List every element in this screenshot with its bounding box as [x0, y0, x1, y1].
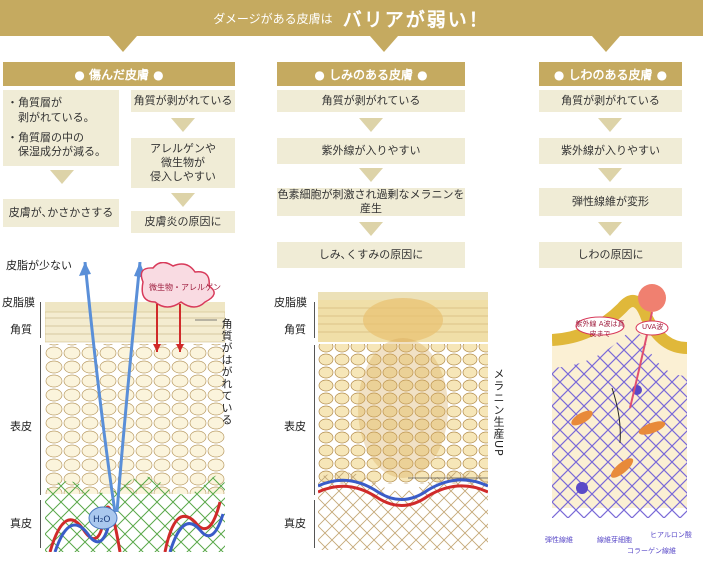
arrow-down: [598, 118, 622, 132]
label-stratum: 角質: [284, 323, 306, 336]
label-stratum: 角質: [10, 323, 32, 336]
label-sebum-low: 皮脂が少ない: [6, 259, 72, 272]
label-dermis: 真皮: [284, 517, 306, 530]
arrow-down: [598, 168, 622, 182]
arrow-down: [598, 222, 622, 236]
arrow-down: [359, 118, 383, 132]
column-header-spots: ● しみのある皮膚 ●: [277, 62, 465, 86]
label-sebum-film: 皮脂膜: [274, 296, 307, 309]
banner-arrow-2: [370, 36, 398, 52]
column-header-damaged: ● 傷んだ皮膚 ●: [3, 62, 235, 86]
symptom-moisture: ・角質層の中の 保湿成分が減る。: [7, 131, 106, 159]
arrow-down: [171, 118, 195, 132]
arrow-down: [359, 168, 383, 182]
label-dermis: 真皮: [10, 517, 32, 530]
damaged-step-allergen: アレルゲンや 微生物が 侵入しやすい: [131, 138, 235, 188]
label-peeled-vertical: 角質がはがれている: [220, 318, 233, 426]
bracket-dermis: [314, 500, 315, 548]
uv-dermis-label: 紫外線 A波は真皮まで: [575, 320, 625, 338]
symptom-peeled: ・角質層が 剥がれている。: [7, 96, 95, 124]
damaged-step-dermatitis: 皮膚炎の原因に: [131, 211, 235, 233]
spots-step-peeled: 角質が剥がれている: [277, 90, 465, 112]
wrinkles-step-uv: 紫外線が入りやすい: [539, 138, 682, 164]
elastic-fiber-label: 弾性線維: [545, 536, 573, 544]
top-banner: ダメージがある皮膚は バリアが弱い！: [0, 0, 703, 36]
label-epidermis: 表皮: [284, 420, 306, 433]
bracket-dermis: [40, 500, 41, 548]
damaged-step-peeled: 角質が剥がれている: [131, 90, 235, 112]
spots-skin-illustration: [318, 288, 488, 550]
wrinkles-step-elastic: 弾性線維が変形: [539, 188, 682, 216]
label-melanin-up: メラニン生産UP: [492, 368, 505, 457]
banner-arrow-1: [109, 36, 137, 52]
uva-label: UVA波: [642, 323, 664, 331]
bracket-stratum: [314, 302, 315, 338]
wrinkles-step-peeled: 角質が剥がれている: [539, 90, 682, 112]
spots-step-result: しみ､くすみの原因に: [277, 242, 465, 268]
arrow-down: [171, 193, 195, 207]
bracket-epidermis: [314, 345, 315, 495]
banner-main: バリアが弱い！: [342, 8, 490, 31]
microbes-label: 微生物・アレルゲン: [149, 282, 221, 292]
collagen-label: コラーゲン線維: [627, 547, 676, 555]
banner-arrow-3: [592, 36, 620, 52]
bracket-epidermis: [40, 345, 41, 495]
column-header-wrinkles: ● しわのある皮膚 ●: [539, 62, 682, 86]
banner-prefix: ダメージがある皮膚は: [213, 11, 333, 26]
arrow-down: [50, 170, 74, 184]
h2o-label: H₂O: [93, 515, 110, 525]
wrinkles-step-result: しわの原因に: [539, 242, 682, 268]
spots-step-uv: 紫外線が入りやすい: [277, 138, 465, 164]
arrow-down: [359, 222, 383, 236]
damaged-dry-result: 皮膚が､かさかさする: [3, 199, 119, 227]
damaged-symptoms-box: ・角質層が 剥がれている。 ・角質層の中の 保湿成分が減る。: [3, 90, 119, 166]
fibroblast-label: 線維芽細胞: [597, 536, 632, 544]
bracket-stratum: [40, 302, 41, 338]
label-sebum-film: 皮脂膜: [2, 296, 35, 309]
wrinkles-skin-illustration: [552, 278, 687, 550]
hyaluronic-label: ヒアルロン酸: [650, 531, 692, 539]
label-epidermis: 表皮: [10, 420, 32, 433]
damaged-skin-illustration: H₂O 微生物・アレルゲン: [45, 262, 225, 552]
spots-step-melanin: 色素細胞が刺激され過剰なメラニンを産生: [277, 187, 465, 216]
